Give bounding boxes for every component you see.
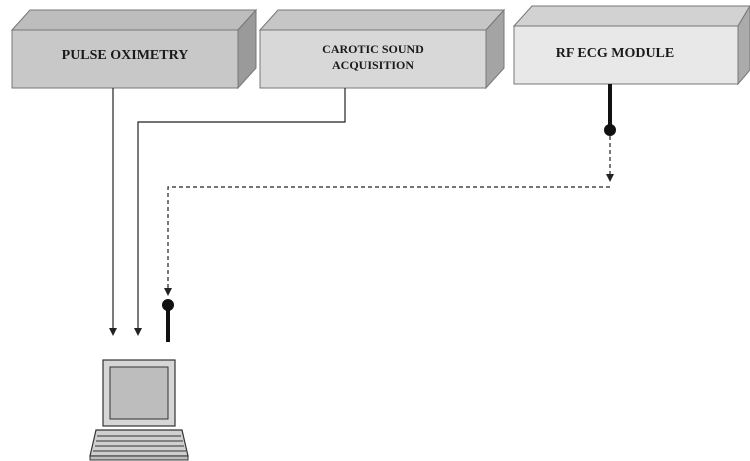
laptop-screen: [109, 366, 169, 420]
laptop-icon: [89, 359, 189, 461]
module-pulse-oximetry: PULSE OXIMETRY: [10, 8, 258, 90]
module-label-rf-ecg: RF ECG MODULE: [556, 46, 674, 61]
laptop-keyboard-base: [89, 429, 189, 457]
box-front-face: [11, 29, 239, 89]
module-rf-ecg: RF ECG MODULE: [512, 5, 750, 86]
box-top-face: [258, 9, 506, 31]
module-label-carotid-line2: ACQUISITION: [332, 58, 414, 72]
box-front-face: [259, 29, 487, 89]
antenna-icon: [604, 84, 616, 136]
connector-carotid-to-laptop: [134, 88, 346, 336]
module-label-carotid-line1: CAROTIC SOUND: [322, 42, 424, 56]
module-label-pulse-oximetry: PULSE OXIMETRY: [62, 48, 189, 63]
antenna-icon: [162, 299, 174, 342]
box-top-face: [512, 5, 750, 27]
module-carotid-sound: CAROTIC SOUND ACQUISITION: [258, 8, 506, 90]
wireless-link-horizontal: [164, 186, 610, 296]
box-front-face: [513, 25, 739, 85]
box-top-face: [10, 9, 258, 31]
